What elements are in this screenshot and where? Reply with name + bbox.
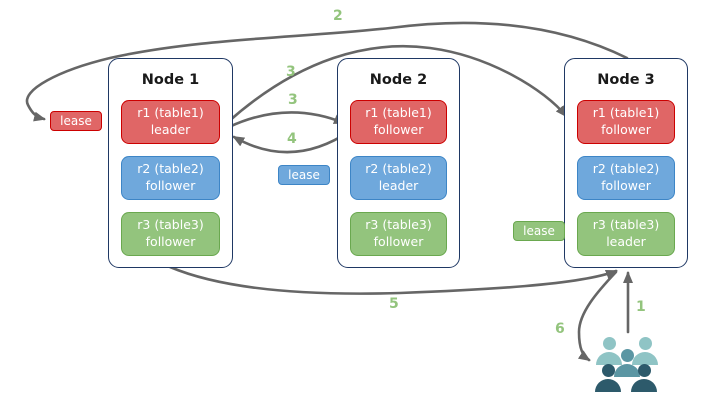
step-label-2: 2 [333, 8, 343, 24]
node-2-replica-r1: r1 (table1) follower [350, 100, 447, 144]
node-1-replica-r2: r2 (table2) follower [121, 156, 220, 200]
node-1: Node 1 r1 (table1) leader r2 (table2) fo… [108, 58, 233, 268]
user-person-icon [631, 364, 657, 392]
step-label-3-lower: 3 [288, 92, 298, 108]
replica-name: r2 (table2) [592, 161, 660, 177]
step-label-3-upper: 3 [286, 64, 296, 80]
replica-role: follower [601, 122, 651, 137]
user-person-icon [596, 337, 622, 365]
replica-role: leader [606, 234, 646, 249]
step-label-4: 4 [287, 131, 297, 147]
step-label-1: 1 [636, 299, 646, 315]
node-2-title: Node 2 [369, 72, 428, 88]
person-head [638, 337, 652, 350]
replica-name: r2 (table2) [365, 161, 432, 177]
person-body [595, 379, 621, 392]
person-body [596, 352, 622, 365]
arrow-step-5-node1-to-node3 [168, 265, 618, 295]
node-2-replica-r2: r2 (table2) leader [350, 156, 447, 200]
node-1-title: Node 1 [141, 72, 200, 88]
replica-role: follower [601, 178, 651, 193]
arrow-step-3-node1-to-node2 [227, 111, 346, 129]
node-2: Node 2 r1 (table1) follower r2 (table2) … [337, 58, 460, 268]
person-head [602, 337, 616, 350]
node-3-replica-r1: r1 (table1) follower [577, 100, 675, 144]
person-head [620, 349, 634, 362]
lease-tag-table1: lease [50, 111, 102, 131]
node-3-replica-r2: r2 (table2) follower [577, 156, 675, 200]
node-3-title: Node 3 [597, 72, 655, 88]
node-2-replica-r3: r3 (table3) follower [350, 212, 447, 256]
replica-name: r1 (table1) [365, 105, 432, 121]
replica-role: follower [373, 234, 424, 249]
person-head [637, 364, 651, 377]
replica-name: r3 (table3) [137, 217, 204, 233]
user-person-icon [614, 349, 640, 377]
replica-name: r1 (table1) [137, 105, 204, 121]
step-label-6: 6 [555, 321, 565, 337]
replica-role: leader [378, 178, 419, 193]
person-head [601, 364, 615, 377]
replica-role: follower [145, 178, 196, 193]
replica-name: r1 (table1) [592, 105, 660, 121]
person-body [614, 364, 640, 377]
users-group-icon [594, 336, 664, 396]
replica-role: follower [373, 122, 424, 137]
replica-name: r2 (table2) [137, 161, 204, 177]
replica-role: follower [145, 234, 196, 249]
person-body [632, 352, 658, 365]
lease-tag-table2: lease [278, 165, 330, 185]
person-body [631, 379, 657, 392]
lease-tag-table3: lease [513, 221, 565, 241]
user-person-icon [632, 337, 658, 365]
node-1-replica-r1: r1 (table1) leader [121, 100, 220, 144]
step-label-5: 5 [389, 296, 399, 312]
replica-role: leader [150, 122, 191, 137]
user-person-icon [595, 364, 621, 392]
replica-name: r3 (table3) [592, 217, 660, 233]
node-3-replica-r3: r3 (table3) leader [577, 212, 675, 256]
replica-name: r3 (table3) [365, 217, 432, 233]
node-3: Node 3 r1 (table1) follower r2 (table2) … [564, 58, 688, 268]
node-1-replica-r3: r3 (table3) follower [121, 212, 220, 256]
